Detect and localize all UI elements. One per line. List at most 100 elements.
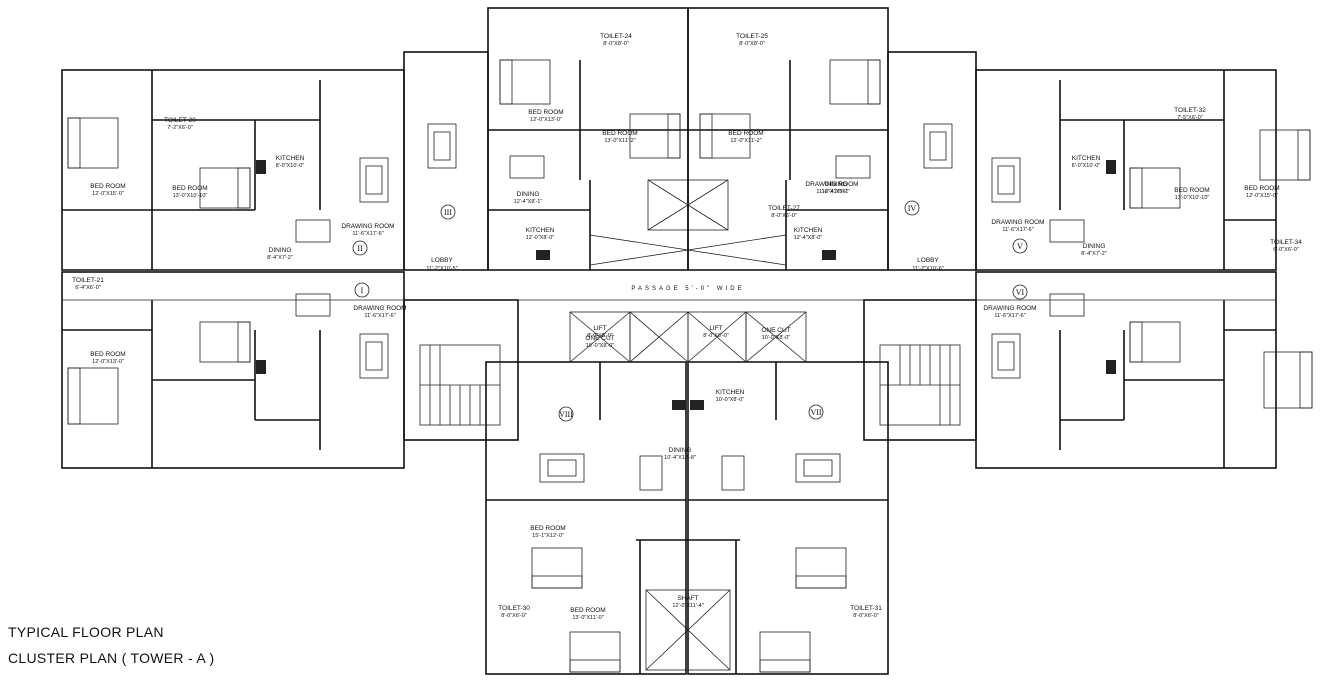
room-name-label: BED ROOM	[528, 109, 563, 116]
room-name-label: SHAFT	[677, 595, 698, 602]
room-dimension-label: 12'-0"X11'-2"	[730, 138, 761, 144]
lobby-right-name: LOBBY	[917, 257, 939, 264]
unit-marker-4: IV	[908, 204, 917, 213]
furniture	[67, 59, 1313, 673]
room-name-label: BED ROOM	[1174, 187, 1209, 194]
room-name-label: BED ROOM	[1244, 185, 1279, 192]
room-name-label: DRAWING ROOM	[353, 305, 406, 312]
unit-marker-6: VI	[1016, 288, 1025, 297]
room-name-label: DINING	[269, 247, 292, 254]
room-dimension-label: 11'-6"X17'-6"	[352, 231, 383, 237]
staircase-left	[419, 344, 501, 426]
room-name-label: BED ROOM	[570, 607, 605, 614]
unit-marker-8: VIII	[559, 410, 573, 419]
unit-marker-5: V	[1017, 242, 1023, 251]
unit-marker-3: III	[444, 208, 452, 217]
room-name-label: BED ROOM	[728, 130, 763, 137]
room-dimension-label: 8'-0"X8'-0"	[739, 41, 765, 47]
room-dimension-label: 12'-0"X15'-0"	[1246, 193, 1278, 199]
lobby-labels: LOBBY 11'-2"X10'-5" LOBBY 11'-2"X10'-6"	[426, 257, 943, 272]
room-name-label: BED ROOM	[172, 185, 207, 192]
room-dimension-label: 8'-0"X6'-0"	[501, 613, 527, 619]
room-name-label: LIFT	[593, 325, 606, 332]
lobby-left-dim: 11'-2"X10'-5"	[426, 266, 457, 272]
room-name-label: TOILET-31	[850, 605, 882, 612]
room-dimension-label: 11'-6"X17'-6"	[364, 313, 395, 319]
room-dimension-label: 8'-0"X6'-0"	[853, 613, 879, 619]
room-dimension-label: 12'-0"X15'-0"	[92, 191, 124, 197]
room-dimension-label: 8'-0"X6'-0"	[771, 213, 797, 219]
room-dimension-label: 7'-5"X6'-0"	[1177, 115, 1203, 121]
room-dimension-label: 13'-0"X10'-10"	[173, 193, 208, 199]
room-name-label: ONE CUT	[585, 335, 614, 342]
unit-marker-7: VII	[810, 408, 821, 417]
room-name-label: KITCHEN	[526, 227, 555, 234]
building-outline	[61, 7, 1277, 675]
room-name-label: TOILET-27	[768, 205, 800, 212]
unit-marker-2: II	[357, 244, 363, 253]
room-name-label: KITCHEN	[716, 389, 745, 396]
room-name-label: BED ROOM	[530, 525, 565, 532]
room-dimension-label: 11'-6"X17'-6"	[1002, 227, 1033, 233]
interior-walls	[62, 60, 1276, 674]
room-name-label: LIFT	[709, 325, 722, 332]
room-dimension-label: 15'-1"X12'-0"	[532, 533, 564, 539]
room-name-label: BED ROOM	[602, 130, 637, 137]
room-dimension-label: 13'-0"X10'-10"	[1175, 195, 1210, 201]
room-dimension-label: 10'-0"X8'-0"	[762, 335, 791, 341]
room-dimension-label: 12'-0"X13'-0"	[530, 117, 562, 123]
room-dimension-label: 12'-0"X11'-4"	[672, 603, 703, 609]
room-dimension-label: 8'-0"X10'-0"	[276, 163, 305, 169]
room-dimension-label: 10'-0"X8'-0"	[716, 397, 745, 403]
room-dimension-label: 13'-0"X11'-0"	[572, 615, 603, 621]
room-dimension-label: 12'-4"X8'-1"	[514, 199, 543, 205]
room-dimension-label: 6'-4"X6'-0"	[75, 285, 101, 291]
room-dimension-label: 12'-4"X8'-1"	[822, 189, 851, 195]
lobby-left-name: LOBBY	[431, 257, 453, 264]
room-name-label: TOILET-21	[72, 277, 104, 284]
room-name-label: DRAWING ROOM	[805, 181, 858, 188]
room-name-label: KITCHEN	[1072, 155, 1101, 162]
room-dimension-label: 8'-0"X8'-0"	[603, 41, 629, 47]
room-dimension-label: 11'-6"X17'-6"	[816, 189, 847, 195]
room-name-label: DINING	[825, 181, 848, 188]
room-name-label: TOILET-30	[498, 605, 530, 612]
room-name-label: DRAWING ROOM	[991, 219, 1044, 226]
room-name-label: TOILET-34	[1270, 239, 1302, 246]
room-name-label: KITCHEN	[794, 227, 823, 234]
caption-cluster-plan: CLUSTER PLAN ( TOWER - A )	[8, 650, 215, 666]
room-dimension-label: 11'-6"X17'-6"	[994, 313, 1025, 319]
room-name-label: KITCHEN	[276, 155, 305, 162]
room-dimension-label: 12'-4"X8'-0"	[794, 235, 823, 241]
room-name-label: DRAWING ROOM	[983, 305, 1036, 312]
lobby-right-dim: 11'-2"X10'-6"	[912, 266, 943, 272]
room-dimension-label: 8'-0"X8'-0"	[587, 333, 613, 339]
room-name-label: DRAWING ROOM	[341, 223, 394, 230]
room-name-label: DINING	[669, 447, 692, 454]
room-dimension-label: 10'-0"X8'-0"	[586, 343, 615, 349]
passage-label-group: PASSAGE 5'-0" WIDE	[631, 286, 744, 292]
room-dimension-label: 13'-0"X11'-2"	[604, 138, 635, 144]
room-name-label: DINING	[517, 191, 540, 198]
room-name-label: DINING	[1083, 243, 1106, 250]
room-dimension-label: 12'-0"X13'-0"	[92, 359, 124, 365]
room-dimension-label: 8'-4"X7'-2"	[267, 255, 293, 261]
unit-markers: I II III IV V VI VII VIII	[352, 200, 1028, 422]
passage-label: PASSAGE 5'-0" WIDE	[631, 286, 744, 292]
room-name-label: ONE CUT	[761, 327, 790, 334]
room-dimension-label: 7'-2"X6'-0"	[167, 125, 193, 131]
room-dimension-label: 8'-0"X8'-0"	[703, 333, 729, 339]
room-name-label: BED ROOM	[90, 351, 125, 358]
room-name-label: BED ROOM	[90, 183, 125, 190]
unit-marker-1: I	[361, 286, 364, 295]
caption-typical-floor-plan: TYPICAL FLOOR PLAN	[8, 624, 164, 640]
room-dimension-label: 8'-4"X7'-2"	[1081, 251, 1107, 257]
room-dimension-label: 10'-4"X12'-8"	[664, 455, 696, 461]
room-name-label: TOILET-20	[164, 117, 196, 124]
room-name-label: TOILET-32	[1174, 107, 1206, 114]
room-dimension-label: 12'-0"X8'-0"	[526, 235, 555, 241]
staircase-right	[879, 344, 961, 426]
room-name-label: TOILET-24	[600, 33, 632, 40]
room-dimension-label: 6'-0"X6'-0"	[1273, 247, 1299, 253]
